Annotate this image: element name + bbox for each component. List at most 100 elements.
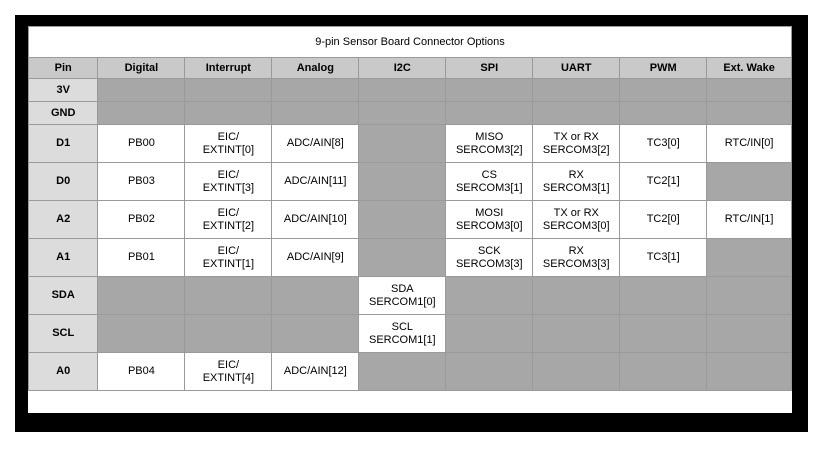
cell-unavailable-3v-pwm xyxy=(619,78,708,102)
column-header-pin: Pin xyxy=(27,57,99,79)
cell-d1-digital: PB00 xyxy=(97,124,186,163)
cell-a1-interrupt: EIC/EXTINT[1] xyxy=(184,238,273,277)
column-header-uart: UART xyxy=(532,57,621,79)
cell-line-1: CS xyxy=(481,168,497,181)
cell-line-1: TX or RX xyxy=(553,206,599,219)
cell-line-1: TC3[0] xyxy=(646,137,680,150)
cell-line-1: RX xyxy=(568,244,584,257)
cell-line-1: ADC/AIN[11] xyxy=(284,175,347,188)
table-row: 3V xyxy=(27,78,792,102)
cell-unavailable-scl-digital xyxy=(97,314,186,353)
column-header-digital: Digital xyxy=(97,57,186,79)
cell-unavailable-sda-ext-wake xyxy=(706,276,792,315)
cell-unavailable-3v-interrupt xyxy=(184,78,273,102)
cell-line-1: PB03 xyxy=(127,175,155,188)
cell-line-2: SERCOM3[2] xyxy=(542,143,610,156)
cell-unavailable-scl-pwm xyxy=(619,314,708,353)
cell-line-1: SCK xyxy=(477,244,501,257)
cell-unavailable-3v-ext-wake xyxy=(706,78,792,102)
title-row: 9-pin Sensor Board Connector Options xyxy=(28,26,792,58)
cell-unavailable-a0-ext-wake xyxy=(706,352,792,391)
cell-unavailable-sda-pwm xyxy=(619,276,708,315)
cell-d0-interrupt: EIC/EXTINT[3] xyxy=(184,162,273,201)
cell-line-2: SERCOM3[3] xyxy=(455,257,523,270)
cell-unavailable-d0-i2c xyxy=(358,162,447,201)
pin-label-d1: D1 xyxy=(27,124,99,163)
pin-label-scl: SCL xyxy=(27,314,99,353)
cell-a0-analog: ADC/AIN[12] xyxy=(271,352,360,391)
cell-line-2: SERCOM3[2] xyxy=(455,143,523,156)
cell-a1-analog: ADC/AIN[9] xyxy=(271,238,360,277)
column-header-ext-wake: Ext. Wake xyxy=(706,57,792,79)
cell-line-1: EIC/ xyxy=(217,168,240,181)
cell-line-1: RTC/IN[0] xyxy=(724,137,774,150)
column-header-spi: SPI xyxy=(445,57,534,79)
pin-label-d0: D0 xyxy=(27,162,99,201)
cell-line-1: EIC/ xyxy=(217,130,240,143)
cell-line-1: SCL xyxy=(391,320,414,333)
cell-line-1: ADC/AIN[9] xyxy=(286,251,344,264)
cell-line-1: PB04 xyxy=(127,365,155,378)
cell-unavailable-3v-analog xyxy=(271,78,360,102)
cell-a1-pwm: TC3[1] xyxy=(619,238,708,277)
cell-unavailable-gnd-analog xyxy=(271,101,360,125)
cell-unavailable-a0-pwm xyxy=(619,352,708,391)
pin-label-3v: 3V xyxy=(27,78,99,102)
cell-unavailable-a2-i2c xyxy=(358,200,447,239)
cell-line-1: RTC/IN[1] xyxy=(724,213,774,226)
cell-d1-ext-wake: RTC/IN[0] xyxy=(706,124,792,163)
cell-unavailable-a0-i2c xyxy=(358,352,447,391)
cell-unavailable-a0-spi xyxy=(445,352,534,391)
table-title: 9-pin Sensor Board Connector Options xyxy=(28,26,792,58)
cell-d1-pwm: TC3[0] xyxy=(619,124,708,163)
cell-unavailable-gnd-pwm xyxy=(619,101,708,125)
cell-line-2: SERCOM1[1] xyxy=(368,333,436,346)
cell-line-1: PB02 xyxy=(127,213,155,226)
pin-label-a0: A0 xyxy=(27,352,99,391)
cell-d1-interrupt: EIC/EXTINT[0] xyxy=(184,124,273,163)
cell-a0-digital: PB04 xyxy=(97,352,186,391)
pin-label-sda: SDA xyxy=(27,276,99,315)
cell-unavailable-gnd-digital xyxy=(97,101,186,125)
cell-line-1: EIC/ xyxy=(217,358,240,371)
cell-unavailable-gnd-uart xyxy=(532,101,621,125)
cell-unavailable-3v-spi xyxy=(445,78,534,102)
cell-line-2: SERCOM3[0] xyxy=(542,219,610,232)
cell-line-1: TC3[1] xyxy=(646,251,680,264)
column-header-analog: Analog xyxy=(271,57,360,79)
cell-unavailable-sda-spi xyxy=(445,276,534,315)
cell-line-1: TC2[1] xyxy=(646,175,680,188)
cell-unavailable-scl-ext-wake xyxy=(706,314,792,353)
cell-a0-interrupt: EIC/EXTINT[4] xyxy=(184,352,273,391)
cell-line-2: EXTINT[4] xyxy=(202,371,255,384)
table-container: 9-pin Sensor Board Connector Options Pin… xyxy=(27,26,792,413)
table-frame: 9-pin Sensor Board Connector Options Pin… xyxy=(15,15,808,432)
cell-unavailable-3v-i2c xyxy=(358,78,447,102)
cell-line-1: TC2[0] xyxy=(646,213,680,226)
cell-line-1: ADC/AIN[12] xyxy=(283,365,347,378)
cell-unavailable-sda-analog xyxy=(271,276,360,315)
cell-unavailable-gnd-spi xyxy=(445,101,534,125)
cell-unavailable-gnd-ext-wake xyxy=(706,101,792,125)
cell-unavailable-gnd-interrupt xyxy=(184,101,273,125)
cell-unavailable-a0-uart xyxy=(532,352,621,391)
cell-unavailable-gnd-i2c xyxy=(358,101,447,125)
pin-label-a2: A2 xyxy=(27,200,99,239)
cell-d0-analog: ADC/AIN[11] xyxy=(271,162,360,201)
cell-line-1: PB01 xyxy=(127,251,155,264)
cell-a2-analog: ADC/AIN[10] xyxy=(271,200,360,239)
cell-unavailable-a1-i2c xyxy=(358,238,447,277)
cell-line-1: MISO xyxy=(475,130,504,143)
cell-d0-pwm: TC2[1] xyxy=(619,162,708,201)
table-row: GND xyxy=(27,101,792,125)
table-head: 9-pin Sensor Board Connector Options Pin… xyxy=(27,26,792,79)
